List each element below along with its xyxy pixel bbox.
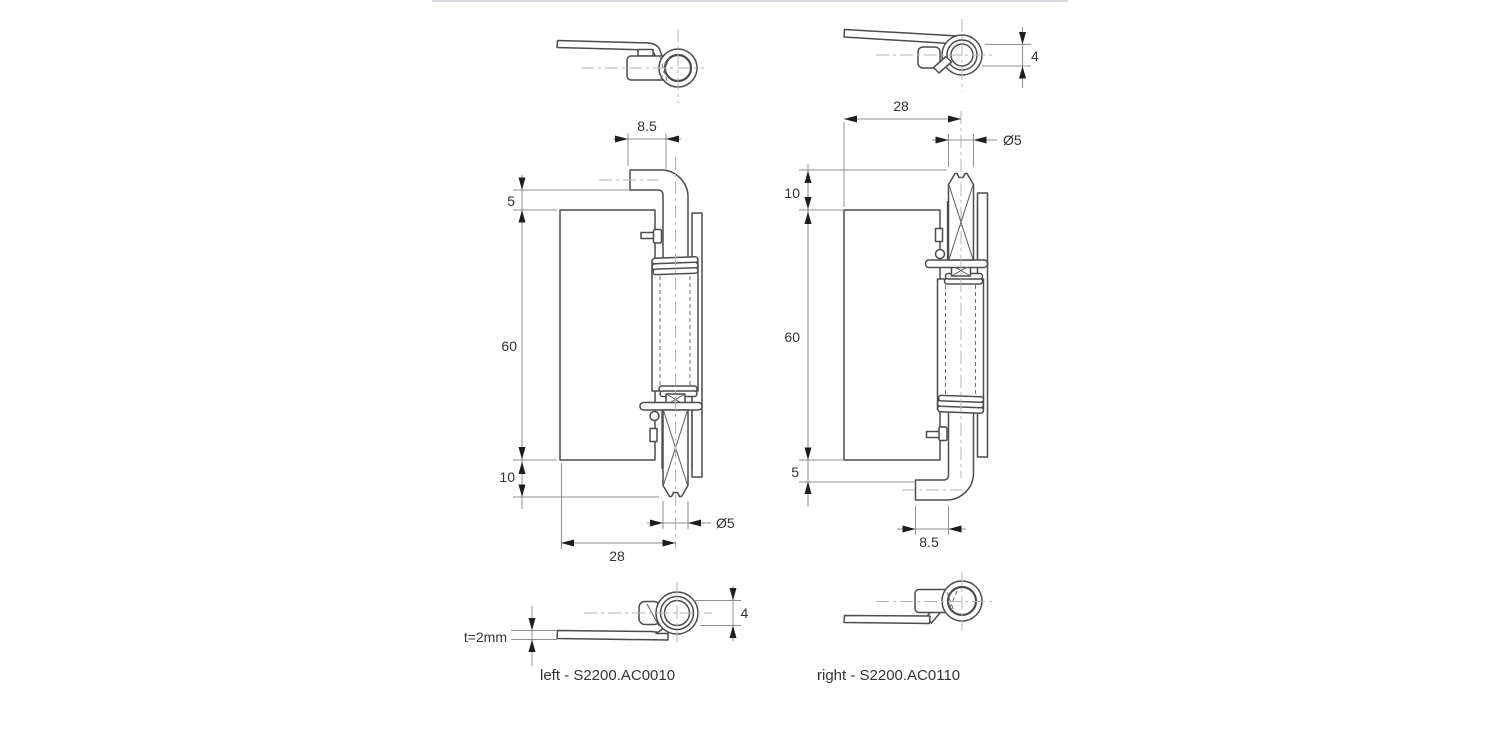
dim-text-5: 5 bbox=[507, 193, 515, 209]
arrowhead bbox=[561, 539, 574, 547]
dim-text-dia5: Ø5 bbox=[1003, 132, 1022, 148]
arrowhead bbox=[729, 588, 737, 601]
dimension-stack-right: 10 60 5 bbox=[784, 164, 947, 507]
curl-hook bbox=[932, 55, 953, 74]
dimension-dia5-left: Ø5 bbox=[647, 501, 735, 531]
arrowhead bbox=[973, 136, 987, 144]
part-label-right: right - S2200.AC0110 bbox=[817, 667, 960, 684]
pin-tab bbox=[917, 46, 941, 69]
leaf-strap bbox=[556, 629, 669, 641]
dim-text-60: 60 bbox=[501, 338, 517, 354]
arrowhead bbox=[804, 481, 812, 494]
dim-text-4: 4 bbox=[1031, 48, 1039, 64]
arrowhead bbox=[1019, 32, 1026, 45]
leaf-step bbox=[637, 48, 654, 57]
arrowhead bbox=[729, 625, 737, 638]
arrowhead bbox=[615, 135, 628, 143]
arrowhead bbox=[688, 519, 701, 527]
dim-text-60: 60 bbox=[784, 329, 800, 345]
dim-text-4: 4 bbox=[741, 605, 749, 621]
arrowhead bbox=[518, 447, 526, 460]
bottom-view-right-hinge bbox=[843, 572, 992, 631]
dim-text-thickness: t=2mm bbox=[464, 629, 507, 645]
dimension-8-5-left: 8.5 bbox=[613, 118, 681, 169]
arrowhead bbox=[804, 447, 812, 460]
door-plate bbox=[559, 209, 656, 461]
dimension-4-top-right: 4 bbox=[982, 27, 1039, 88]
front-view-left-hinge: 8.5 5 60 10 Ø5 bbox=[499, 118, 734, 564]
part-label-left: left - S2200.AC0010 bbox=[540, 667, 675, 684]
dim-text-10: 10 bbox=[499, 469, 515, 485]
dim-text-5: 5 bbox=[791, 464, 799, 480]
arrowhead bbox=[518, 210, 526, 223]
bottom-view-left-hinge: 4 t=2mm bbox=[464, 582, 749, 666]
arrowhead bbox=[518, 484, 526, 497]
leaf-strap bbox=[843, 28, 959, 45]
top-view-right-hinge: 4 bbox=[843, 19, 1039, 92]
arrowhead bbox=[650, 519, 663, 527]
leaf-strap bbox=[843, 614, 931, 625]
dimension-28-left: 28 bbox=[561, 463, 676, 564]
dimension-stack-left: 5 60 10 bbox=[499, 175, 659, 509]
arrowhead bbox=[948, 115, 961, 123]
front-view-right-hinge: 28 Ø5 10 60 5 bbox=[784, 98, 1021, 550]
arrowhead bbox=[935, 136, 949, 144]
dimension-dia5-right: Ø5 bbox=[932, 132, 1022, 167]
dimension-8-5-right: 8.5 bbox=[897, 506, 966, 550]
tab-edge bbox=[646, 603, 660, 627]
arrowhead bbox=[844, 115, 857, 123]
arrowhead bbox=[1019, 66, 1026, 79]
dim-text-28: 28 bbox=[893, 98, 909, 114]
dimension-thickness: t=2mm bbox=[464, 606, 557, 666]
arrowhead bbox=[528, 618, 536, 631]
arrowhead bbox=[518, 177, 526, 190]
arrowhead bbox=[948, 525, 962, 533]
dim-text-8-5: 8.5 bbox=[919, 534, 939, 550]
top-view-left-hinge bbox=[556, 29, 704, 103]
dim-text-28: 28 bbox=[609, 548, 625, 564]
dim-text-10: 10 bbox=[784, 185, 800, 201]
dimension-4-bottom-left: 4 bbox=[694, 586, 749, 641]
door-plate bbox=[843, 209, 941, 461]
arrowhead bbox=[518, 461, 526, 474]
arrowhead bbox=[528, 639, 536, 652]
arrowhead bbox=[902, 525, 916, 533]
arrowhead bbox=[804, 211, 812, 224]
hidden-junction bbox=[948, 590, 958, 611]
arrowhead bbox=[804, 197, 812, 210]
dimension-28-right: 28 bbox=[843, 98, 961, 207]
arrowhead bbox=[804, 170, 812, 183]
arrowhead bbox=[662, 539, 676, 547]
arrowhead bbox=[666, 135, 679, 143]
dim-text-dia5: Ø5 bbox=[716, 515, 735, 531]
dim-text-8-5: 8.5 bbox=[637, 118, 657, 134]
